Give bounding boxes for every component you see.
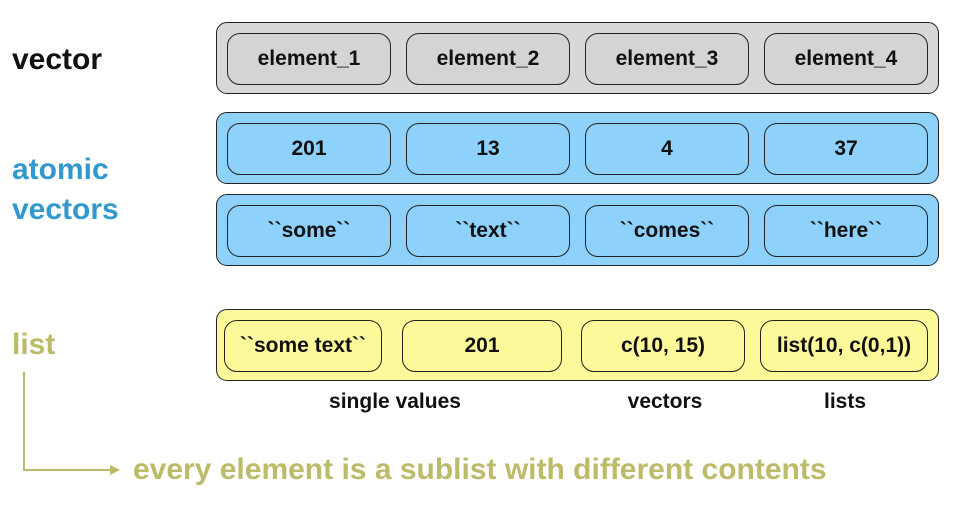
text-element-1: ``some`` xyxy=(227,205,391,257)
vector-label: vector xyxy=(12,43,103,76)
text-element-2: ``text`` xyxy=(406,205,570,257)
numeric-element-4: 37 xyxy=(764,123,928,175)
numeric-atomic-row: 201 13 4 37 xyxy=(216,112,939,184)
list-element-3: c(10, 15) xyxy=(581,320,745,372)
text-atomic-row: ``some`` ``text`` ``comes`` ``here`` xyxy=(216,194,939,266)
vector-element-1: element_1 xyxy=(227,33,391,85)
vector-element-2: element_2 xyxy=(406,33,570,85)
text-element-3: ``comes`` xyxy=(585,205,749,257)
vectors-sub-label: vectors xyxy=(627,390,703,413)
list-element-4: list(10, c(0,1)) xyxy=(760,320,928,372)
vector-row: element_1 element_2 element_3 element_4 xyxy=(216,22,939,94)
numeric-element-2: 13 xyxy=(406,123,570,175)
list-label: list xyxy=(12,328,56,361)
text-element-4: ``here`` xyxy=(764,205,928,257)
numeric-element-1: 201 xyxy=(227,123,391,175)
vector-element-4: element_4 xyxy=(764,33,928,85)
atomic-label-line1: atomic xyxy=(12,153,109,186)
single-values-label: single values xyxy=(329,390,461,413)
vector-element-3: element_3 xyxy=(585,33,749,85)
numeric-element-3: 4 xyxy=(585,123,749,175)
list-element-1: ``some text`` xyxy=(224,320,382,372)
lists-sub-label: lists xyxy=(823,390,867,413)
list-element-2: 201 xyxy=(402,320,562,372)
sublist-note: every element is a sublist with differen… xyxy=(133,453,827,486)
atomic-label-line2: vectors xyxy=(12,193,119,226)
list-row: ``some text`` 201 c(10, 15) list(10, c(0… xyxy=(216,309,939,381)
